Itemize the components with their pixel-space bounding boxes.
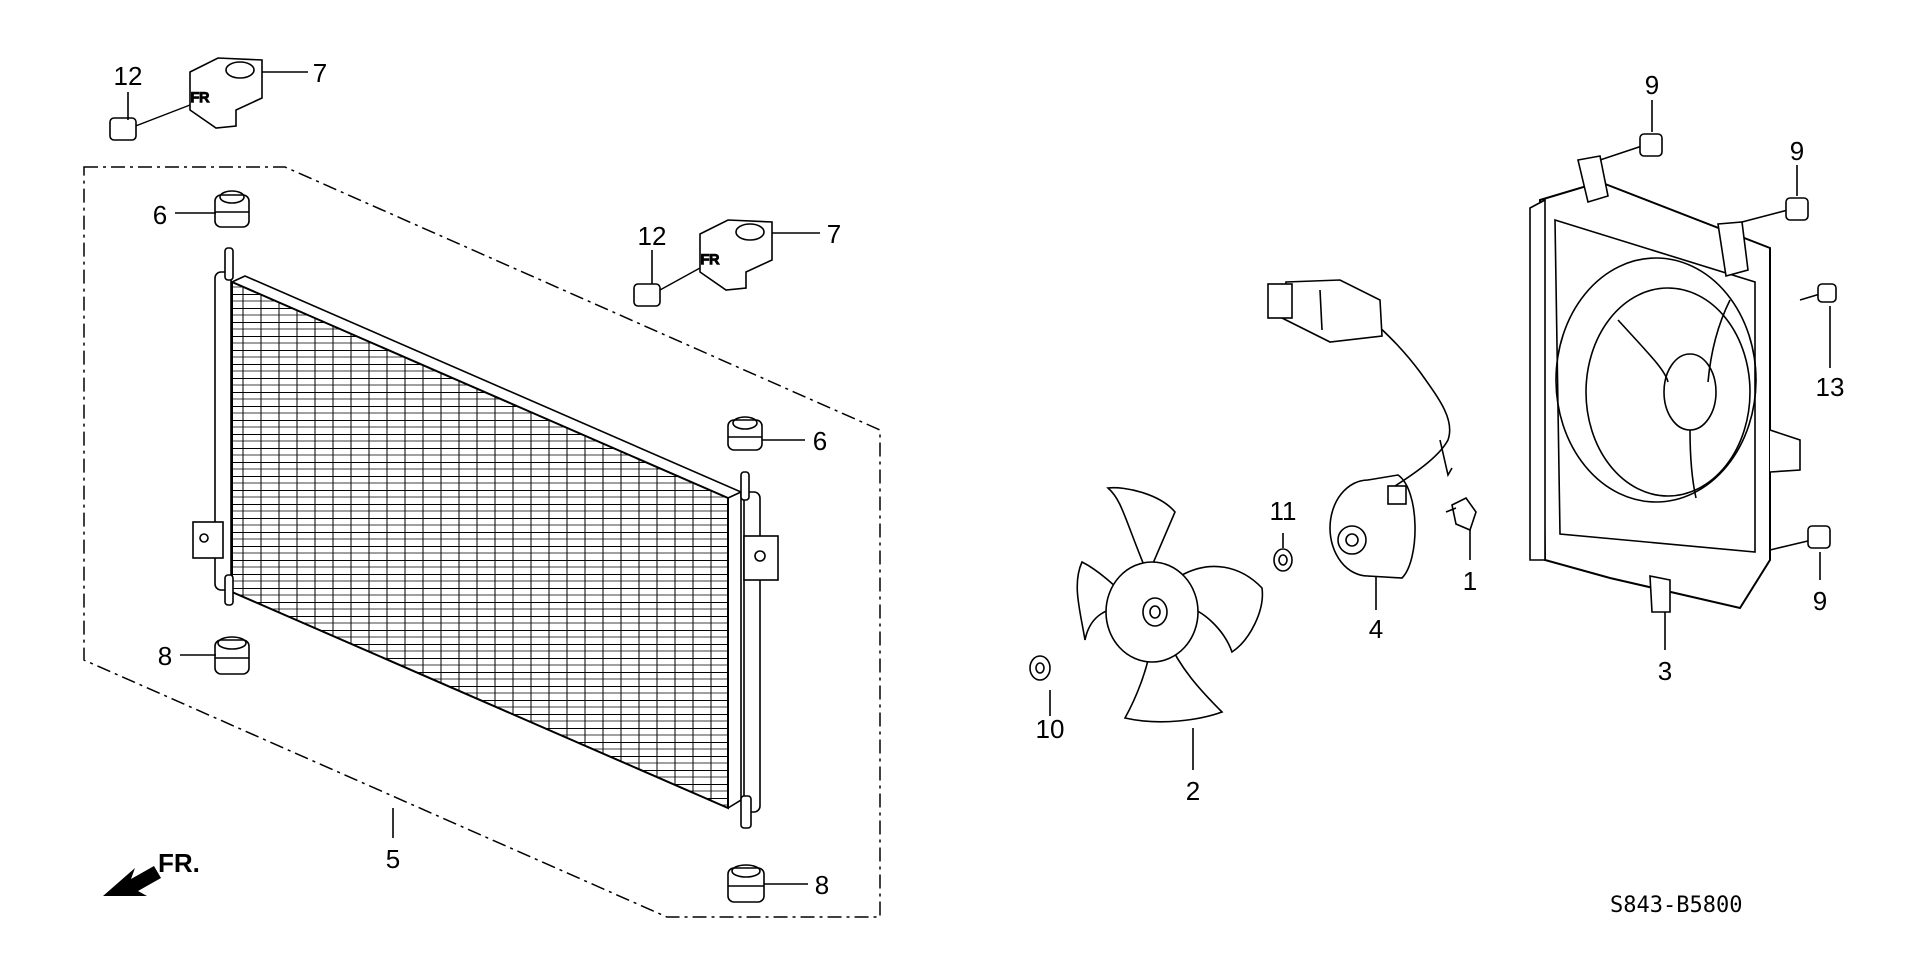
wire-clip xyxy=(1445,496,1477,532)
callout-7-left: 7 xyxy=(313,58,327,88)
callout-2: 2 xyxy=(1186,776,1200,806)
callout-8-left: 8 xyxy=(158,641,172,671)
callout-9-bottom: 9 xyxy=(1813,586,1827,616)
callout-4: 4 xyxy=(1369,614,1383,644)
upper-mount-rubber-right xyxy=(727,416,763,451)
upper-bracket-right: FR xyxy=(699,219,773,291)
callout-7-right: 7 xyxy=(827,219,841,249)
fan-shroud-group xyxy=(1529,100,1837,650)
condenser-left-tank xyxy=(192,247,234,606)
callout-3: 3 xyxy=(1658,656,1672,686)
callout-6-right: 6 xyxy=(813,426,827,456)
callout-labels: 12 7 6 12 7 6 8 8 5 10 11 4 1 2 9 9 13 9… xyxy=(114,58,1845,900)
callout-12-right: 12 xyxy=(638,221,667,251)
fan-motor-group xyxy=(1029,279,1477,770)
fan-shroud xyxy=(1529,155,1801,613)
front-marker-label: FR. xyxy=(158,848,200,878)
condenser-right-tank xyxy=(740,471,779,829)
diagram-code: S843-B5800 xyxy=(1610,893,1742,918)
callout-10: 10 xyxy=(1036,714,1065,744)
shroud-bolt-top-right xyxy=(1741,197,1809,223)
motor-nut xyxy=(1273,548,1293,572)
shroud-bolt-bottom xyxy=(1769,525,1831,551)
condenser-group: FR FR xyxy=(83,57,881,918)
bracket-stamp-2: FR xyxy=(701,251,720,267)
callout-8-right: 8 xyxy=(815,870,829,900)
callout-1: 1 xyxy=(1463,566,1477,596)
fan-motor xyxy=(1329,474,1416,579)
callout-5: 5 xyxy=(386,844,400,874)
front-arrow-icon: FR. xyxy=(103,848,200,896)
callout-13: 13 xyxy=(1816,372,1845,402)
lower-mount-rubber-right xyxy=(727,864,765,903)
upper-bracket-left: FR xyxy=(189,57,263,129)
assembly-boundary xyxy=(83,166,881,918)
bracket-bolt-right xyxy=(633,267,701,307)
motor-harness xyxy=(1267,279,1453,487)
callout-6-left: 6 xyxy=(153,200,167,230)
shroud-bolt-side xyxy=(1799,283,1837,303)
callout-12-left: 12 xyxy=(114,61,143,91)
condenser-core xyxy=(231,280,729,810)
fan-nut xyxy=(1029,655,1051,681)
lower-mount-rubber-left xyxy=(214,636,250,675)
bracket-stamp: FR xyxy=(191,89,210,105)
cooling-fan xyxy=(1076,486,1264,723)
callout-11: 11 xyxy=(1270,496,1297,526)
callout-9-top-right: 9 xyxy=(1790,136,1804,166)
callout-9-top-left: 9 xyxy=(1645,70,1659,100)
bracket-bolt-left xyxy=(109,104,191,141)
shroud-bolt-top-left xyxy=(1599,133,1663,161)
upper-mount-rubber-left xyxy=(214,190,250,228)
